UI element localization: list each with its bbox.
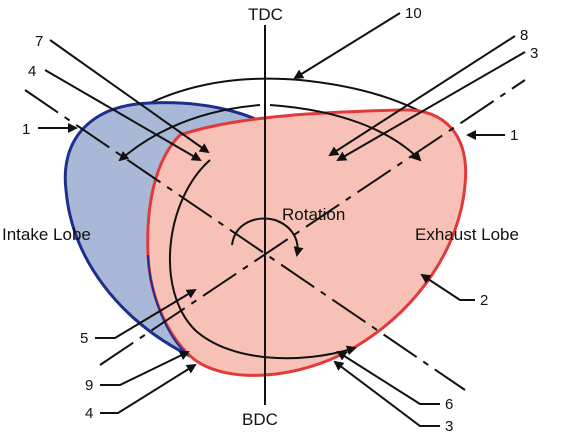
callout-4a: 4 (28, 63, 36, 80)
bdc-label: BDC (242, 410, 278, 429)
callout-9: 9 (85, 377, 93, 394)
callout-2: 2 (480, 292, 488, 309)
intake-lobe-inner-edge (147, 254, 189, 356)
leader-5 (95, 288, 197, 339)
leader-3a (336, 51, 526, 162)
leader-4b (100, 363, 197, 414)
exhaust-centerline (99, 79, 526, 366)
callout-1b: 1 (510, 127, 518, 144)
top-arc-intake (118, 104, 261, 162)
callout-3a: 3 (530, 45, 538, 62)
leader-2 (420, 273, 475, 301)
inner-arc (169, 159, 357, 360)
tdc-label: TDC (248, 5, 283, 24)
leader-3b (333, 360, 440, 427)
leader-10 (293, 12, 401, 80)
leader-7 (49, 39, 210, 154)
leader-4a (44, 69, 202, 162)
callout-6: 6 (445, 396, 453, 413)
callout-10: 10 (405, 5, 422, 22)
callout-3b: 3 (445, 418, 453, 435)
callout-7: 7 (35, 33, 43, 50)
callout-8: 8 (520, 27, 528, 44)
callout-4b: 4 (85, 405, 93, 422)
top-arc-exhaust (269, 104, 422, 162)
leader-6 (336, 350, 440, 405)
leader-9 (100, 350, 190, 386)
rotation-arrow-icon (231, 217, 304, 257)
callout-1a: 1 (22, 121, 30, 138)
intake-lobe-label: Intake Lobe (2, 225, 91, 244)
rotation-label: Rotation (282, 205, 345, 224)
leader-8 (328, 35, 516, 157)
intake-centerline (24, 89, 466, 391)
exhaust-lobe-label: Exhaust Lobe (415, 225, 519, 244)
callout-5: 5 (80, 330, 88, 347)
